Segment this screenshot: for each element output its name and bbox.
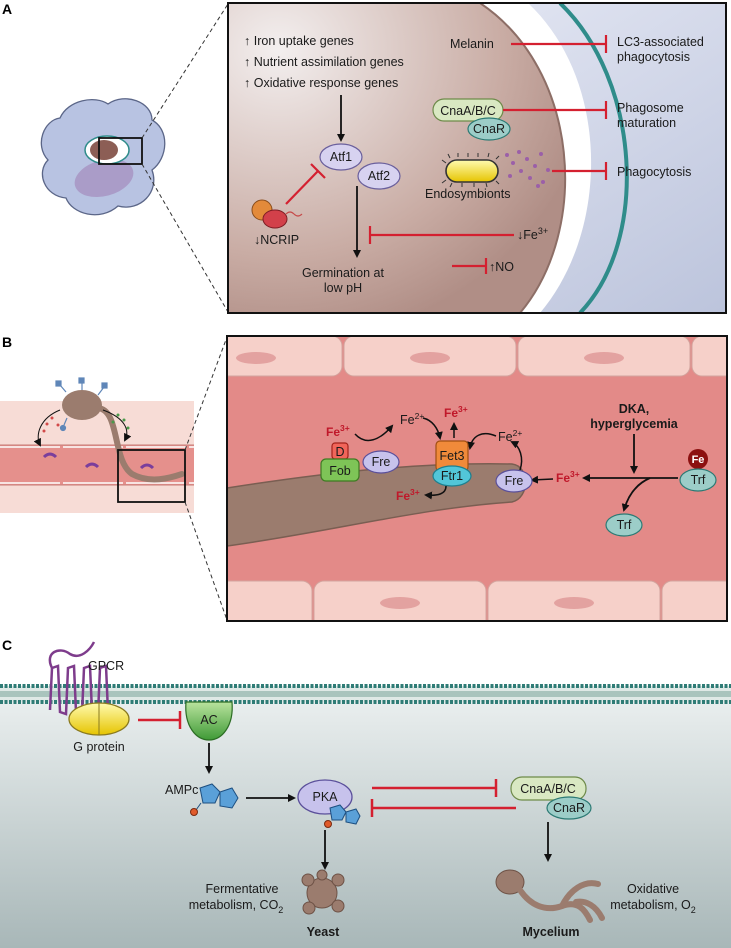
germination-line-1: Germination at: [302, 266, 385, 280]
zoom-line-a-bottom: [141, 163, 229, 313]
trf-loaded-label: Trf: [691, 473, 706, 487]
dka-line-1: DKA,: [619, 402, 650, 416]
fre-right-label: Fre: [505, 474, 524, 488]
lc3-line-1: LC3-associated: [617, 35, 704, 49]
no-label: ↑NO: [489, 260, 514, 274]
oxidative-line-2: metabolism, O2: [610, 898, 696, 915]
secreted-particles: [505, 150, 550, 188]
panel-label-c: C: [2, 637, 12, 653]
macrophage-cell: [40, 98, 166, 216]
ampc-label: AMPc: [165, 783, 198, 797]
germination-line-2: low pH: [324, 281, 362, 295]
fe2-right-label: Fe2+: [498, 428, 522, 444]
phagocytosis-label: Phagocytosis: [617, 165, 691, 179]
gene-nutrient-assimilation: Nutrient assimilation genes: [254, 55, 404, 69]
trf-free-label: Trf: [617, 518, 632, 532]
endosymbiont-bacterium: [441, 152, 500, 188]
fre-left-label: Fre: [372, 455, 391, 469]
cna-c-label: CnaA/B/C: [520, 782, 576, 796]
cnar-protein: [467, 117, 511, 141]
fe3-free-label: Fe3+: [556, 469, 580, 485]
zoom-line-b-bottom: [184, 501, 228, 621]
arrow-trf-free: [621, 477, 651, 512]
gene-iron-uptake: Iron uptake genes: [254, 34, 354, 48]
cna-label: CnaA/B/C: [440, 104, 496, 118]
inhibit-bar-atf1: [310, 163, 326, 179]
atf1-label: Atf1: [330, 150, 352, 164]
svg-text:↑ Iron uptake genes: ↑ Iron uptake genes: [244, 34, 354, 48]
fe3-top-label: Fe3+: [444, 404, 468, 420]
fermentative-line-1: Fermentative: [206, 882, 279, 896]
mycelium-label: Mycelium: [523, 925, 580, 939]
plasma-membrane: [0, 684, 731, 704]
arrow-fe2-right-fet3: [467, 432, 497, 450]
zoom-line-a-top: [141, 3, 229, 139]
atf2-label: Atf2: [368, 169, 390, 183]
g-protein-label: G protein: [73, 740, 124, 754]
gene-oxidative-response: Oxidative response genes: [254, 76, 399, 90]
ac-label: AC: [200, 713, 217, 727]
fe3-internal-label: Fe3+: [396, 487, 420, 503]
arrow-fob-fre-fe2: [354, 424, 394, 442]
ncrip-label: ↓NCRIP: [254, 233, 299, 247]
trf-free: [605, 513, 643, 537]
yeast-label: Yeast: [307, 925, 341, 939]
arrow-fe3-to-fre: [530, 475, 554, 484]
ncrip-complex: [251, 199, 303, 229]
phagosome-line-1: Phagosome: [617, 101, 684, 115]
panel-b-zoom-box: [226, 335, 728, 622]
d-label: D: [335, 445, 344, 459]
fet3-label: Fet3: [439, 449, 464, 463]
cnar-label: CnaR: [473, 122, 505, 136]
oxidative-line-1: Oxidative: [627, 882, 679, 896]
panel-a-zoom-box: [227, 2, 727, 314]
phagosome-line-2: maturation: [617, 116, 676, 130]
ftr1-protein: [432, 465, 472, 487]
cna-c-protein: [510, 776, 587, 801]
ftr1-label: Ftr1: [441, 469, 463, 483]
adenylyl-cyclase: [185, 701, 233, 741]
pka-label: PKA: [312, 790, 338, 804]
yeast-cell: [301, 869, 345, 915]
camp-molecule: [190, 783, 239, 816]
endosymbionts-label: Endosymbionts: [425, 187, 510, 201]
cnar-c-protein: [546, 796, 592, 820]
fermentative-line-2: metabolism, CO2: [189, 898, 284, 915]
inhibit-ncrip-atf1: [285, 170, 319, 205]
panel-label-a: A: [2, 1, 12, 17]
trf-loaded: [679, 468, 717, 492]
fre-right-protein: [495, 469, 533, 493]
cnar-c-label: CnaR: [553, 801, 585, 815]
fe-on-trf-label: Fe: [692, 454, 705, 466]
panel-label-b: B: [2, 334, 12, 350]
dka-line-2: hyperglycemia: [590, 417, 679, 431]
fob-protein: [320, 458, 360, 482]
vessel-overview: [0, 377, 194, 513]
atf2-protein: [357, 162, 401, 190]
camp-bound-pka: [324, 804, 361, 828]
arrow-ftr1-uptake: [424, 485, 447, 500]
fob-label: Fob: [329, 464, 351, 478]
zoom-line-b-top: [184, 336, 228, 451]
fe-ion-transferrin: [688, 449, 708, 469]
fe3-fob-label: Fe3+: [326, 423, 350, 439]
melanin-label: Melanin: [450, 37, 494, 51]
fre-left-protein: [362, 450, 400, 474]
svg-text:↑ Oxidative response genes: ↑ Oxidative response genes: [244, 76, 398, 90]
arrow-fe2-left-fet3: [422, 417, 443, 440]
atf1-protein: [319, 143, 363, 171]
mycelium: [495, 869, 605, 923]
lc3-line-2: phagocytosis: [617, 50, 690, 64]
arrow-fre-right-fe2: [510, 441, 523, 471]
cytoplasm: [0, 701, 731, 948]
fe2-left-label: Fe2+: [400, 411, 424, 427]
svg-text:↑ Nutrient assimilation genes: ↑ Nutrient assimilation genes: [244, 55, 404, 69]
gpcr-label: GPCR: [88, 659, 124, 673]
vessel-zoom: [227, 336, 727, 621]
upregulated-genes: ↑ Iron uptake genes ↑ Nutrient assimilat…: [244, 34, 404, 90]
